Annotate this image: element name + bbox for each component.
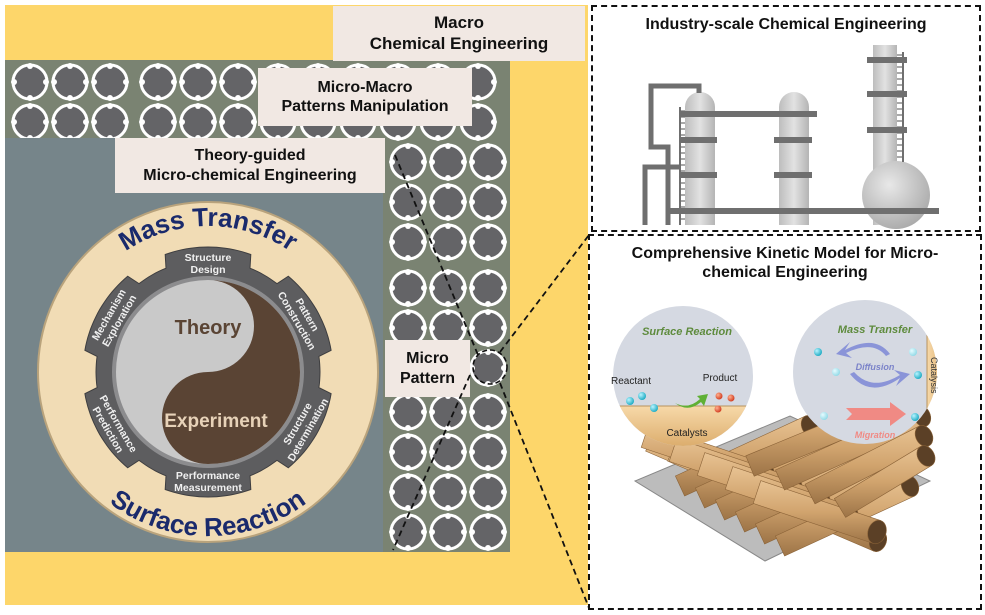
diffusion-arrow-icon (850, 370, 910, 388)
molecule (832, 368, 840, 376)
pattern-cell (389, 513, 427, 551)
pattern-cell (429, 269, 467, 307)
diffusion-arrow-icon (836, 342, 890, 358)
product-molecule (714, 405, 722, 413)
pattern-cell (11, 63, 49, 101)
catalysis-label: Catalysis (929, 357, 939, 394)
distillation-columns-illustration (642, 45, 939, 229)
pattern-cell (429, 143, 467, 181)
pattern-cell (219, 103, 257, 141)
pattern-cell (219, 63, 257, 101)
pattern-cell (469, 309, 507, 347)
molecule (814, 348, 822, 356)
mass-transfer-bubble: Mass Transfer Diffusion Migration Cataly… (793, 300, 939, 444)
pattern-cell (51, 103, 89, 141)
pattern-cell (389, 183, 427, 221)
pattern-cell (139, 103, 177, 141)
micro-pattern-label: Micro Pattern (385, 340, 470, 397)
catalyst-rod (752, 480, 887, 545)
theory-guided-label: Theory-guided Micro-chemical Engineering (115, 138, 385, 193)
column-1 (685, 92, 715, 225)
molecule (914, 371, 922, 379)
pattern-cell (429, 393, 467, 431)
pattern-cell (469, 513, 507, 551)
reactant-molecule (626, 397, 634, 405)
pattern-cell (469, 143, 507, 181)
kinetic-panel-title: Comprehensive Kinetic Model for Micro- c… (631, 245, 939, 282)
reactant-molecule (650, 404, 658, 412)
surface-reaction-title: Surface Reaction (642, 326, 732, 338)
mass-transfer-title: Mass Transfer (838, 324, 913, 336)
pattern-cell (179, 103, 217, 141)
pattern-cell (469, 473, 507, 511)
industry-panel-title: Industry-scale Chemical Engineering (645, 16, 927, 33)
pattern-cell (469, 349, 507, 387)
pattern-cell (179, 63, 217, 101)
micro-macro-patterns-label: Micro-Macro Patterns Manipulation (258, 68, 472, 126)
catalyst-rod (833, 445, 936, 518)
pattern-cell (469, 269, 507, 307)
pattern-cell (389, 143, 427, 181)
industry-scale-panel: Industry-scale Chemical Engineering (591, 5, 981, 232)
product-molecule (727, 394, 735, 402)
product-label: Product (703, 373, 738, 384)
pattern-cell (389, 473, 427, 511)
pattern-cell (469, 433, 507, 471)
catalyst-rod-illustration: Surface Reaction Reactant Product Cataly… (611, 300, 939, 562)
diffusion-label: Diffusion (856, 362, 895, 372)
pattern-cell (429, 183, 467, 221)
pattern-cell (389, 433, 427, 471)
pattern-cell (389, 393, 427, 431)
pattern-cell (469, 183, 507, 221)
pattern-cell (91, 63, 129, 101)
molecule (909, 348, 917, 356)
reaction-arrow-icon (675, 394, 708, 408)
pattern-cell (51, 63, 89, 101)
reactant-label: Reactant (611, 376, 651, 387)
molecule (820, 412, 828, 420)
pattern-cell (429, 223, 467, 261)
pattern-cell (429, 473, 467, 511)
pattern-cell (139, 63, 177, 101)
reboiler-sphere (862, 161, 930, 229)
reactant-molecule (638, 392, 646, 400)
catalyst-rod (804, 425, 934, 505)
migration-label: Migration (855, 430, 896, 440)
pattern-cell (389, 223, 427, 261)
micro-chemical-panel (5, 138, 383, 552)
column-2 (779, 92, 809, 225)
molecule (911, 413, 919, 421)
surface-reaction-bubble: Surface Reaction Reactant Product Cataly… (611, 306, 753, 446)
pattern-cell (429, 513, 467, 551)
macro-chemical-engineering-label: Macro Chemical Engineering (333, 6, 585, 61)
pattern-cell (429, 433, 467, 471)
pattern-cell (469, 393, 507, 431)
product-molecule (715, 392, 723, 400)
pattern-cell (389, 269, 427, 307)
kinetic-model-panel: Comprehensive Kinetic Model for Micro- c… (588, 234, 982, 610)
pattern-cell (91, 103, 129, 141)
pattern-cell (11, 103, 49, 141)
pattern-cell (469, 223, 507, 261)
catalysts-label: Catalysts (666, 428, 707, 439)
migration-arrow-icon (846, 402, 906, 426)
